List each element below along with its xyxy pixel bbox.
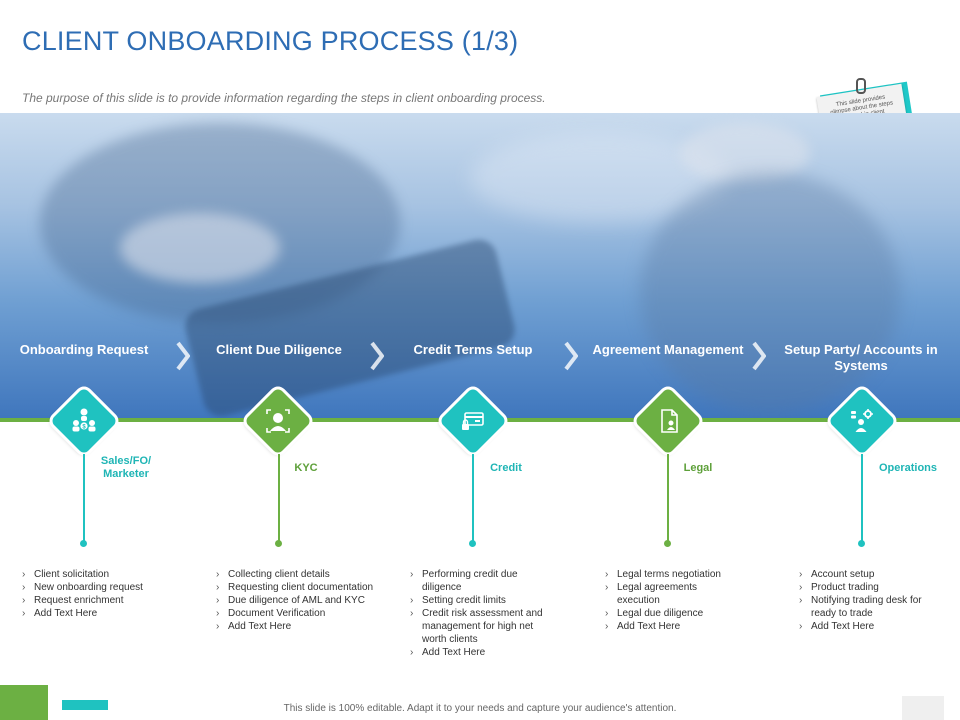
page-subtitle: The purpose of this slide is to provide … — [22, 91, 546, 105]
step-title-5: Setup Party/ Accounts in Systems — [784, 342, 938, 373]
svg-text:$: $ — [82, 424, 86, 430]
list-item: Performing credit due diligence — [408, 568, 548, 594]
face-scan-icon — [266, 409, 290, 433]
step-title-1: Onboarding Request — [19, 342, 149, 357]
list-item: Request enrichment — [20, 594, 180, 607]
chevron-right-icon — [564, 341, 579, 371]
connector-dot — [469, 540, 476, 547]
list-item: Requesting client documentation — [214, 581, 374, 594]
user-settings-icon — [851, 409, 873, 432]
list-item: Add Text Here — [797, 620, 937, 633]
list-item: Add Text Here — [20, 607, 180, 620]
role-label-2: KYC — [294, 462, 318, 474]
list-item: Client solicitation — [20, 568, 180, 581]
role-label-3: Credit — [490, 462, 522, 474]
list-item: New onboarding request — [20, 581, 180, 594]
sticky-note: This slide provides glimpse about the st… — [816, 78, 921, 179]
connector-dot — [664, 540, 671, 547]
list-item: Product trading — [797, 581, 937, 594]
step-2-badge — [244, 387, 312, 455]
people-dollar-icon: $ — [72, 408, 96, 432]
step-3-badge — [439, 387, 507, 455]
list-item: Legal terms negotiation — [603, 568, 723, 581]
footer-accent-green — [0, 685, 48, 720]
role-label-5: Operations — [878, 462, 938, 474]
step-1-list: Client solicitation New onboarding reque… — [20, 568, 180, 620]
role-label-4: Legal — [683, 462, 713, 474]
step-4-list: Legal terms negotiation Legal agreements… — [603, 568, 723, 633]
step-5-list: Account setup Product trading Notifying … — [797, 568, 937, 633]
connector-line — [667, 454, 669, 544]
step-1-badge: $ — [50, 387, 118, 455]
paperclip-icon — [856, 78, 866, 94]
footer-accent-teal — [62, 700, 108, 710]
step-title-2: Client Due Diligence — [216, 342, 342, 357]
list-item: Add Text Here — [603, 620, 723, 633]
chevron-right-icon — [176, 341, 191, 371]
list-item: Add Text Here — [214, 620, 374, 633]
step-4-badge — [634, 387, 702, 455]
step-3-list: Performing credit due diligence Setting … — [408, 568, 548, 659]
list-item: Setting credit limits — [408, 594, 548, 607]
page-title: CLIENT ONBOARDING PROCESS (1/3) — [22, 26, 519, 56]
document-user-icon — [661, 409, 678, 433]
step-title-3: Credit Terms Setup — [413, 342, 533, 357]
list-item: Credit risk assessment and management fo… — [408, 607, 548, 646]
connector-line — [861, 454, 863, 544]
chevron-right-icon — [752, 341, 767, 371]
step-title-4: Agreement Management — [592, 342, 744, 357]
connector-line — [83, 454, 85, 544]
list-item: Legal due diligence — [603, 607, 723, 620]
connector-dot — [275, 540, 282, 547]
list-item: Legal agreements execution — [603, 581, 723, 607]
credit-card-lock-icon — [462, 412, 484, 430]
connector-dot — [858, 540, 865, 547]
step-2-list: Collecting client details Requesting cli… — [214, 568, 374, 633]
connector-line — [278, 454, 280, 544]
chevron-right-icon — [370, 341, 385, 371]
list-item: Account setup — [797, 568, 937, 581]
connector-line — [472, 454, 474, 544]
list-item: Notifying trading desk for ready to trad… — [797, 594, 937, 620]
hero-banner — [0, 113, 960, 419]
footer-box — [902, 696, 944, 720]
list-item: Add Text Here — [408, 646, 548, 659]
role-label-1: Sales/FO/ Marketer — [100, 455, 152, 480]
list-item: Due diligence of AML and KYC — [214, 594, 374, 607]
connector-dot — [80, 540, 87, 547]
list-item: Collecting client details — [214, 568, 374, 581]
step-5-badge — [828, 387, 896, 455]
list-item: Document Verification — [214, 607, 374, 620]
footer-text: This slide is 100% editable. Adapt it to… — [283, 703, 677, 714]
